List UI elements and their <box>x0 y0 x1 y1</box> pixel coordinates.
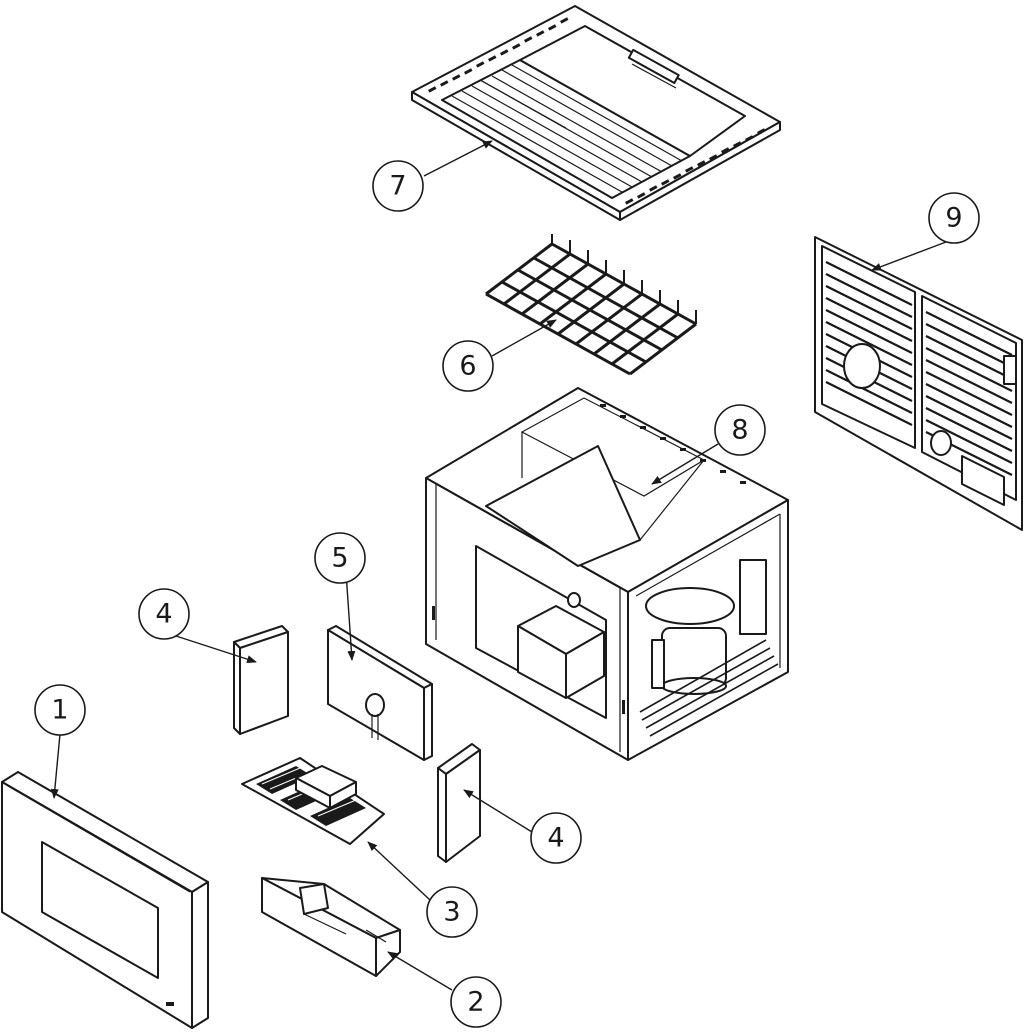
callout-label-3: 3 <box>443 897 460 928</box>
ash-pan <box>261 877 401 977</box>
callout-1: 1 <box>34 684 86 736</box>
callout-label-4-left: 4 <box>155 599 172 630</box>
callout-label-7: 7 <box>389 171 406 202</box>
callout-label-4-right: 4 <box>547 823 564 854</box>
side-refractory-right <box>437 743 481 863</box>
rear-grille-slats <box>825 261 1013 476</box>
callout-2: 2 <box>450 976 502 1028</box>
front-frame <box>1 771 209 1029</box>
callout-3: 3 <box>426 886 478 938</box>
callout-4-left: 4 <box>138 588 190 640</box>
top-panel-slots <box>427 17 766 205</box>
callout-5: 5 <box>314 532 366 584</box>
callout-label-2: 2 <box>467 987 484 1018</box>
callout-label-9: 9 <box>945 203 962 234</box>
back-refractory <box>327 625 433 761</box>
callout-label-8: 8 <box>731 415 748 446</box>
top-grille-panel <box>411 5 781 221</box>
top-grille-slats <box>451 64 683 193</box>
callout-label-6: 6 <box>459 351 476 382</box>
leader-lines <box>50 140 947 991</box>
callout-4-right: 4 <box>530 812 582 864</box>
side-refractory-left <box>233 625 289 735</box>
burn-pot-grate <box>241 757 385 845</box>
callout-label-5: 5 <box>331 543 348 574</box>
callout-8: 8 <box>714 404 766 456</box>
callout-6: 6 <box>442 340 494 392</box>
rear-grille-panel <box>814 236 1023 531</box>
callout-label-1: 1 <box>51 695 68 726</box>
firebox-chassis <box>425 387 789 761</box>
wire-rack <box>485 234 697 376</box>
callout-9: 9 <box>928 192 980 244</box>
callout-7: 7 <box>372 160 424 212</box>
